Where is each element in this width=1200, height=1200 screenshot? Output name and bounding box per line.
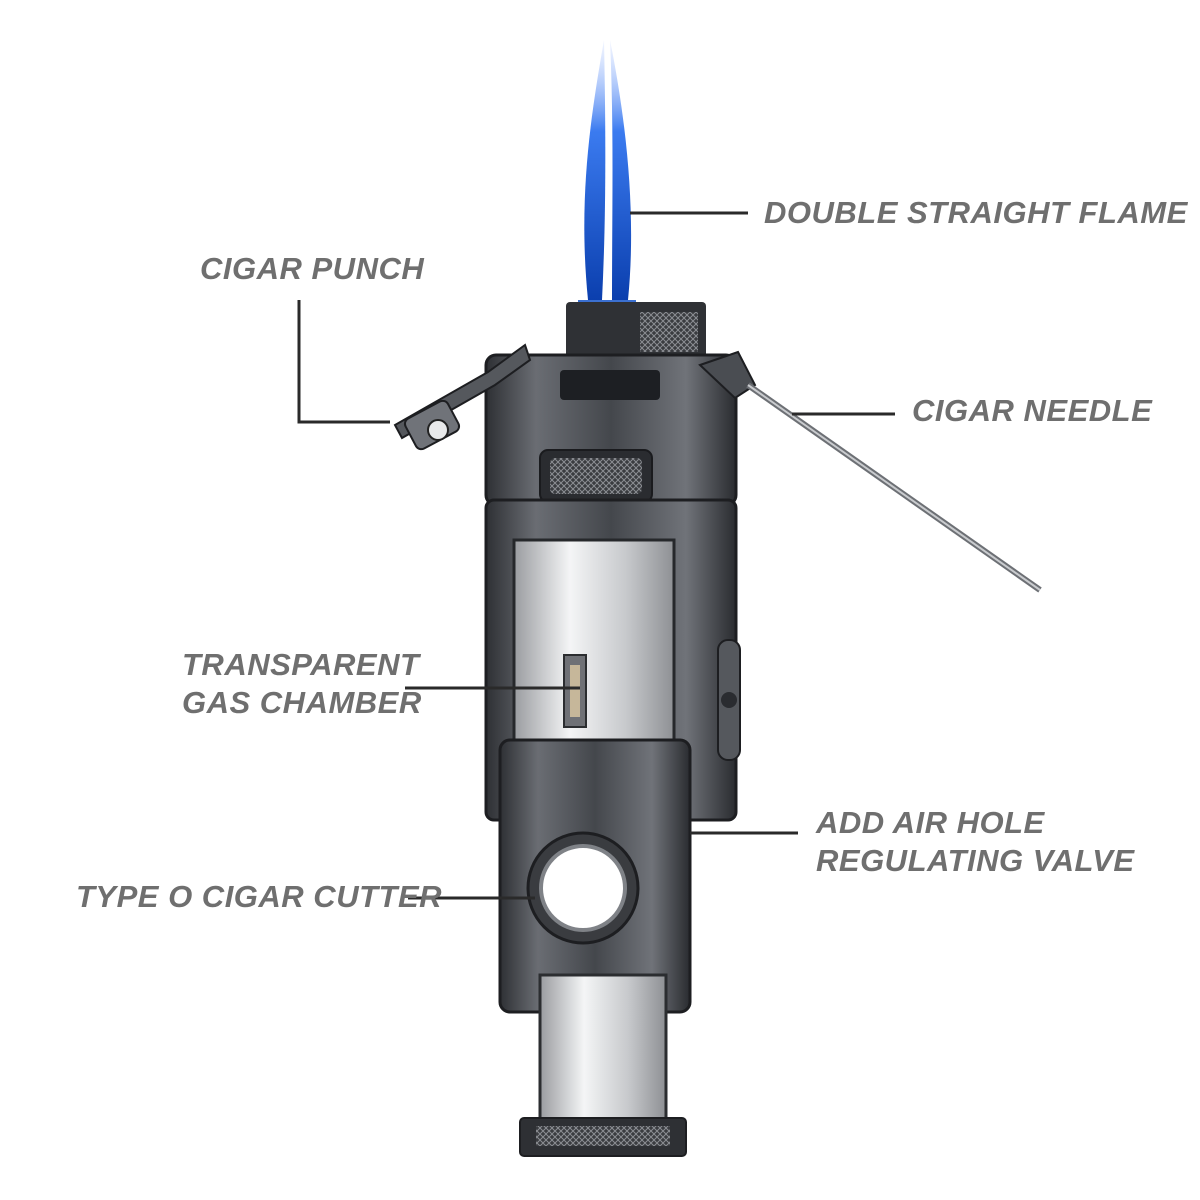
cigar-cutter bbox=[498, 738, 692, 1157]
cigar-punch-arm bbox=[393, 343, 532, 451]
torch-head bbox=[484, 302, 738, 507]
label-cigar-punch: CIGAR PUNCH bbox=[200, 251, 425, 286]
label-gas-chamber-line1: TRANSPARENT bbox=[182, 647, 420, 682]
label-air-hole-line1: ADD AIR HOLE bbox=[816, 805, 1045, 840]
leader-cigar-punch bbox=[297, 300, 390, 424]
label-air-hole-line2: REGULATING VALVE bbox=[816, 842, 1135, 878]
flame-right bbox=[610, 40, 632, 300]
label-cigar-needle: CIGAR NEEDLE bbox=[912, 393, 1153, 428]
cigar-needle bbox=[698, 350, 1042, 593]
leader-lines bbox=[297, 211, 895, 900]
label-gas-chamber-line2: GAS CHAMBER bbox=[182, 684, 422, 720]
label-air-hole-regulating-valve: ADD AIR HOLE REGULATING VALVE bbox=[816, 804, 1135, 880]
label-type-o-cigar-cutter: TYPE O CIGAR CUTTER bbox=[76, 879, 443, 914]
label-double-straight-flame: DOUBLE STRAIGHT FLAME bbox=[764, 195, 1188, 230]
flame-left bbox=[584, 40, 606, 300]
label-transparent-gas-chamber: TRANSPARENT GAS CHAMBER bbox=[182, 646, 422, 722]
